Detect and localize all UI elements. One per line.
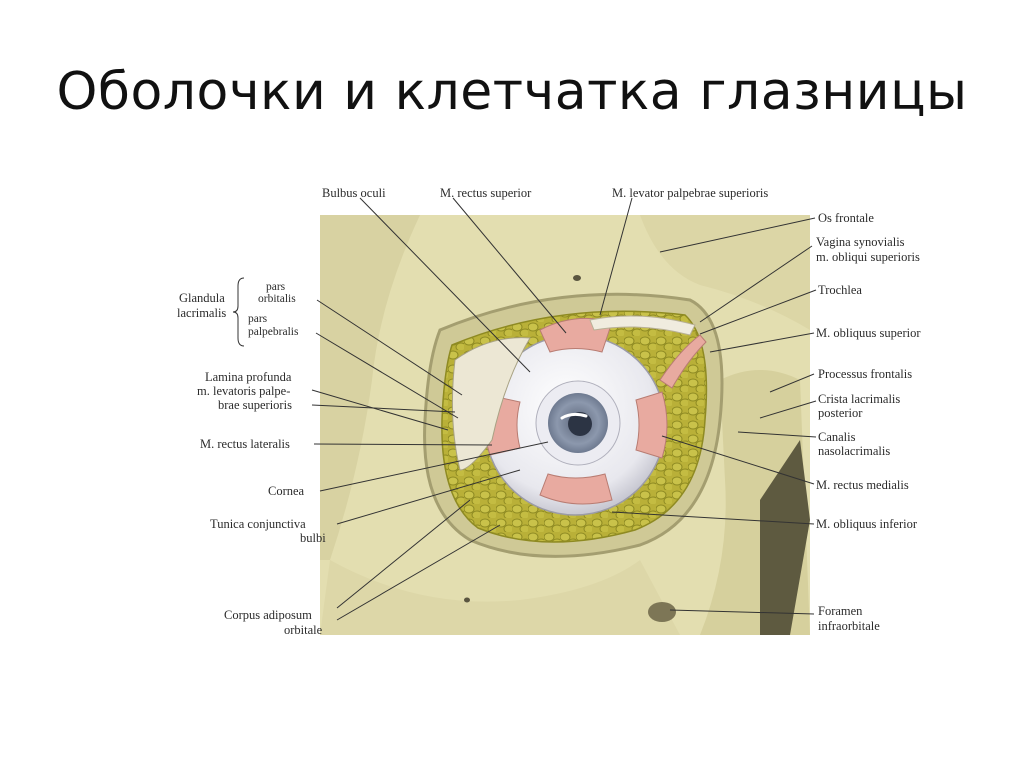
label-levator: M. levator palpebrae superioris	[612, 186, 768, 200]
label-tunica-conjunctiva-2: bulbi	[300, 531, 326, 545]
label-crista-lacrimalis: Crista lacrimalis	[818, 392, 900, 406]
label-foramen-2: infraorbitale	[818, 619, 880, 633]
label-pars-orbitalis: pars	[266, 281, 286, 293]
label-bulbus-oculi: Bulbus oculi	[322, 186, 386, 200]
label-corpus-adiposum: Corpus adiposum	[224, 608, 312, 622]
label-os-frontale: Os frontale	[818, 211, 874, 225]
label-rectus-lateralis: M. rectus lateralis	[200, 437, 290, 451]
label-rectus-superior: M. rectus superior	[440, 186, 532, 200]
label-canalis: Canalis	[818, 430, 856, 444]
glandula-brace	[232, 277, 245, 347]
label-processus-frontalis: Processus frontalis	[818, 367, 912, 381]
slide-title: Оболочки и клетчатка глазницы	[56, 62, 968, 122]
leader-lines	[311, 197, 817, 621]
label-glandula-2: lacrimalis	[177, 306, 226, 320]
label-pars-orbitalis-2: orbitalis	[258, 293, 296, 305]
label-tunica-conjunctiva: Tunica conjunctiva	[210, 517, 306, 531]
label-pars-palpebralis-2: palpebralis	[248, 326, 299, 338]
label-vagina-synovialis-2: m. obliqui superioris	[816, 250, 920, 264]
label-crista-lacrimalis-2: posterior	[818, 406, 863, 420]
label-pars-palpebralis: pars	[248, 313, 268, 325]
label-corpus-adiposum-2: orbitale	[284, 623, 323, 637]
label-lamina-profunda-2: m. levatoris palpe-	[197, 384, 290, 398]
label-obliquus-superior: M. obliquus superior	[816, 326, 921, 340]
label-glandula: Glandula	[179, 291, 225, 305]
label-cornea: Cornea	[268, 484, 305, 498]
eyeball	[451, 315, 707, 516]
label-vagina-synovialis: Vagina synovialis	[816, 235, 905, 249]
label-obliquus-inferior: M. obliquus inferior	[816, 517, 918, 531]
label-foramen: Foramen	[818, 604, 863, 618]
label-lamina-profunda: Lamina profunda	[205, 370, 292, 384]
label-lamina-profunda-3: brae superioris	[218, 398, 292, 412]
label-trochlea: Trochlea	[818, 283, 862, 297]
label-rectus-medialis: M. rectus medialis	[816, 478, 909, 492]
label-canalis-2: nasolacrimalis	[818, 444, 890, 458]
